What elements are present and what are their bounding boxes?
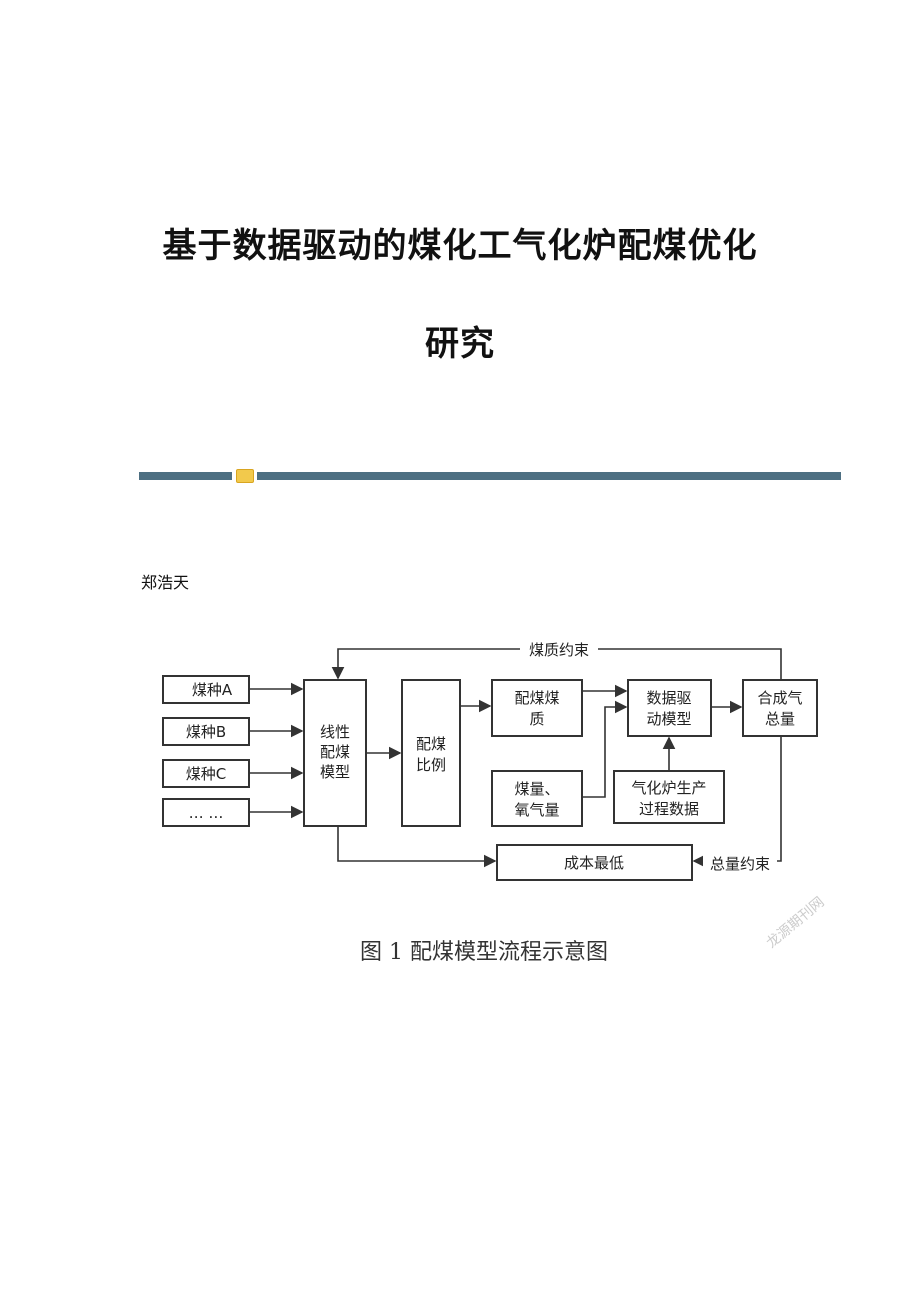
linear-model-label: 模型 xyxy=(320,763,350,781)
title-line-2: 研究 xyxy=(425,324,495,364)
coal-c-label: 煤种C xyxy=(186,765,226,783)
divider-right xyxy=(257,472,841,480)
linear-model-label: 线性 xyxy=(320,723,350,741)
min-cost-label: 成本最低 xyxy=(564,854,624,872)
process-data-label: 过程数据 xyxy=(639,800,699,818)
box-data-model xyxy=(627,679,712,737)
coal-more-label: … … xyxy=(189,804,224,822)
quality-label: 质 xyxy=(529,710,544,728)
author: 郑浩天 xyxy=(141,573,190,592)
coal-oxygen-label: 煤量、 xyxy=(514,780,559,798)
syngas-label: 总量 xyxy=(765,710,795,728)
quality-constraint-label: 煤质约束 xyxy=(529,641,589,659)
figure-caption: 图 1 配煤模型流程示意图 xyxy=(360,940,608,965)
box-quality xyxy=(491,679,583,737)
data-model-label: 动模型 xyxy=(646,710,691,728)
ratio-label: 比例 xyxy=(416,756,446,774)
coal-b-label: 煤种B xyxy=(186,723,226,741)
box-min-cost xyxy=(496,844,693,881)
total-constraint-label: 总量约束 xyxy=(710,855,770,873)
coal-oxygen-label: 氧气量 xyxy=(514,801,559,819)
process-data-label: 气化炉生产 xyxy=(631,779,706,797)
syngas-label: 合成气 xyxy=(757,689,802,707)
quality-label: 配煤煤 xyxy=(514,689,559,707)
linear-model-label: 配煤 xyxy=(320,743,350,761)
box-ratio xyxy=(401,679,461,827)
title-line-1: 基于数据驱动的煤化工气化炉配煤优化 xyxy=(162,226,758,266)
coal-a-label: 煤种A xyxy=(192,681,233,699)
divider-left xyxy=(139,472,232,480)
divider-envelope-icon xyxy=(236,469,254,483)
ratio-label: 配煤 xyxy=(416,735,446,753)
data-model-label: 数据驱 xyxy=(646,689,691,707)
box-coal-oxygen xyxy=(491,770,583,827)
box-syngas xyxy=(742,679,818,737)
